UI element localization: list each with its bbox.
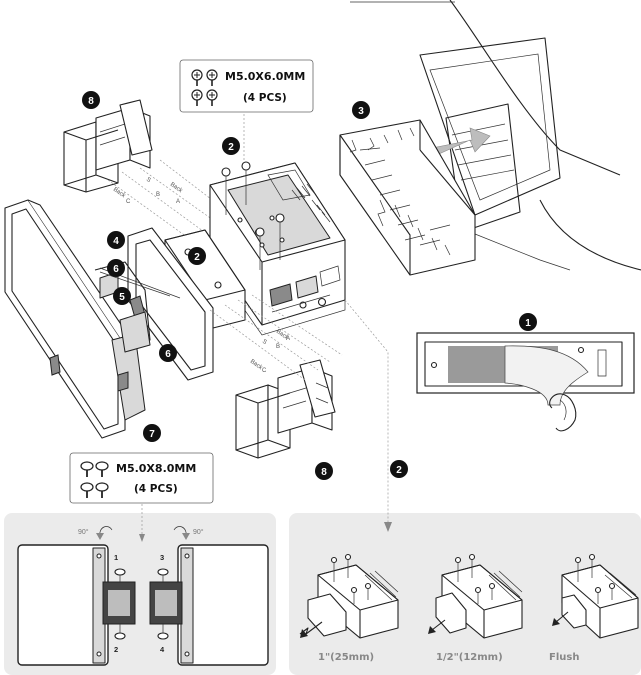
screw-label-3: 3 [160,553,164,562]
screw-qty-top: (4 PCS) [243,92,287,104]
step-badge-6-upper: 6 [107,259,125,277]
svg-text:6: 6 [113,264,119,275]
screw-callout-bottom: M5.0X8.0MM (4 PCS) [69,452,214,504]
screw-icons-bottom [80,461,109,498]
svg-text:8: 8 [88,96,94,107]
step-badge-4-frame: 4 [107,231,125,249]
tape-label-b-top: B [156,192,160,198]
depth-unit-3 [552,553,639,639]
screw-label-4: 4 [160,645,165,654]
screw-qty-bottom: (4 PCS) [134,483,178,495]
tape-label-c-bottom: C [262,368,267,374]
screw-spec-bottom: M5.0X8.0MM [116,462,196,475]
tape-label-b-bottom: B [276,344,280,350]
svg-text:4: 4 [113,236,119,247]
depth-unit-2 [428,553,523,639]
svg-text:6: 6 [165,349,171,360]
radio-chassis [209,105,392,532]
depth-option-3: Flush [549,652,579,663]
svg-text:5: 5 [119,292,125,303]
svg-text:2: 2 [194,252,200,263]
screw-label-1: 1 [114,553,118,562]
step-badge-2-depth: 2 [390,460,408,478]
step-badge-7-mount: 7 [143,424,161,442]
tape-label-s-bottom: S [261,339,268,346]
tape-label-s-top: S [145,177,152,184]
svg-text:2: 2 [228,142,234,153]
depth-arrow-1-icon [300,629,308,638]
svg-text:7: 7 [149,429,155,440]
step-badge-3-cage: 3 [352,101,370,119]
protective-film-illustration [416,332,635,432]
svg-text:8: 8 [321,467,327,478]
mounting-cage [339,119,476,276]
step-badge-8-top: 8 [82,91,100,109]
tape-label-back-c: Back [112,187,127,200]
step-badge-2-screws: 2 [222,137,240,155]
depth-arrow-2-icon [428,626,436,634]
side-brackets-top [63,99,153,193]
depth-option-2: 1/2"(12mm) [436,652,503,663]
depth-arrow-3-icon [552,618,560,626]
side-brackets-bottom [235,359,336,459]
screw-callout-top: M5.0X6.0MM (4 PCS) [179,59,314,113]
tape-label-c-top: C [126,199,131,205]
rotation-detail: 1 2 3 4 90° 90° [17,488,269,666]
rotation-angle-right: 90° [193,528,204,536]
svg-text:3: 3 [358,106,364,117]
rotate-arrow-right-icon [182,533,190,540]
depth-unit-1 [299,553,399,639]
dashboard-illustration [350,0,641,271]
svg-text:1: 1 [525,318,531,329]
step-badge-1-film: 1 [519,313,537,331]
svg-text:2: 2 [396,465,402,476]
tape-label-back-a: Back [169,182,184,195]
tape-label-a-bottom: A [286,336,290,342]
tape-label-a-top: A [176,199,180,205]
depth-options: 1"(25mm) 1/2"(12mm) Flush [299,553,639,663]
screw-icons-top [191,69,218,106]
rotation-angle-left: 90° [78,528,89,536]
step-badge-5-clip: 5 [113,287,131,305]
rotate-arrow-left-icon [96,533,104,540]
screw-spec-top: M5.0X6.0MM [225,70,305,83]
step-badge-2-plate: 2 [188,247,206,265]
step-badge-8-bottom: 8 [315,462,333,480]
step-badge-6-lower: 6 [159,344,177,362]
depth-option-1: 1"(25mm) [318,652,374,663]
screw-label-2: 2 [114,645,118,654]
